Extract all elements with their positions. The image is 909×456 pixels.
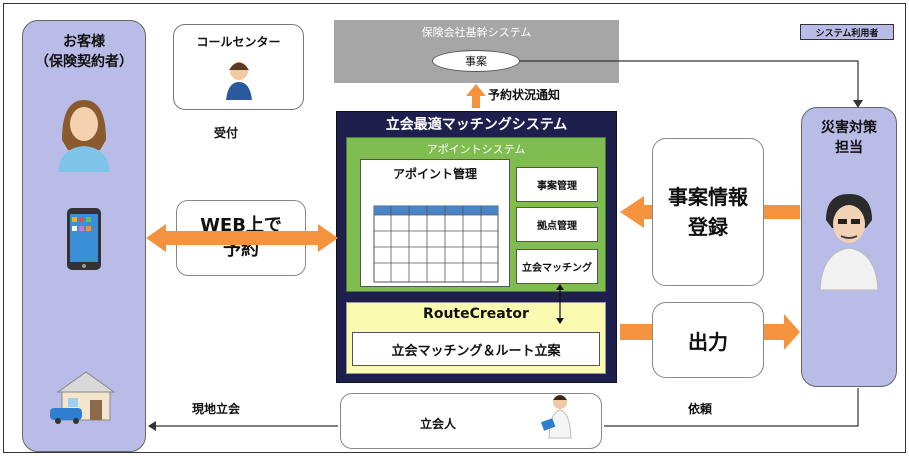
matching-system-title: 立会最適マッチングシステム <box>385 117 568 133</box>
output-box: 出力 <box>652 302 764 378</box>
notify-label: 予約状況通知 <box>488 88 561 102</box>
case-info-line2: 登録 <box>688 215 728 239</box>
module-case-management: 事案管理 <box>516 167 598 202</box>
case-arrow-shaft <box>764 205 800 219</box>
customer-title: お客様 （保険契約者） <box>22 32 146 72</box>
house-icon <box>50 371 116 424</box>
witness-to-customer-arrowhead <box>148 421 156 431</box>
module-route-arrowhead-up <box>556 284 564 290</box>
web-double-arrow-icon <box>146 224 338 252</box>
notify-arrow-up-icon <box>466 84 486 108</box>
disaster-to-witness-line <box>604 388 859 427</box>
core-to-disaster-line <box>520 60 859 104</box>
customer-title-line2: （保険契約者） <box>35 54 133 70</box>
woman-icon <box>58 100 110 172</box>
disaster-title: 災害対策 担当 <box>801 118 897 158</box>
system-user-badge: システム利用者 <box>800 24 894 40</box>
request-label: 依頼 <box>688 402 713 416</box>
site-visit-label: 現地立会 <box>192 402 241 416</box>
output-arrow-head-icon <box>784 314 800 350</box>
case-info-line1: 事案情報 <box>668 185 748 209</box>
appoint-management-label: アポイント管理 <box>392 167 477 181</box>
route-creator-inner: 立会マッチング＆ルート立案 <box>352 332 600 366</box>
operator-icon <box>226 62 252 100</box>
witness-label: 立会人 <box>420 417 457 431</box>
core-system-title: 保険会社基幹システム <box>421 26 532 39</box>
module-route-arrowhead-down <box>556 318 564 324</box>
disaster-title-line2: 担当 <box>835 140 863 156</box>
case-to-system-arrow-icon <box>620 196 652 228</box>
output-arrow-shaft-left <box>620 324 652 340</box>
case-info-box: 事案情報 登録 <box>652 138 764 286</box>
customer-title-line1: お客様 <box>63 34 105 50</box>
receive-label: 受付 <box>214 126 239 140</box>
module-witness-matching: 立会マッチング <box>516 249 598 284</box>
disaster-title-line1: 災害対策 <box>821 120 877 136</box>
core-to-disaster-arrowhead <box>853 100 863 108</box>
man-icon <box>819 194 879 291</box>
output-arrow-shaft-right <box>764 324 784 340</box>
diagram-frame <box>3 3 906 453</box>
call-center-label: コールセンター <box>196 35 281 49</box>
case-database-cylinder: 事案 <box>432 50 520 72</box>
route-creator-title: RouteCreator <box>423 306 529 322</box>
disaster-column <box>801 107 897 387</box>
web-reservation-line1: WEB上で <box>200 215 282 236</box>
appoint-system-title: アポイントシステム <box>426 143 526 156</box>
witness-icon <box>540 395 572 439</box>
module-base-management: 拠点管理 <box>516 207 598 242</box>
smartphone-icon <box>67 208 101 270</box>
appointment-grid <box>373 205 499 283</box>
